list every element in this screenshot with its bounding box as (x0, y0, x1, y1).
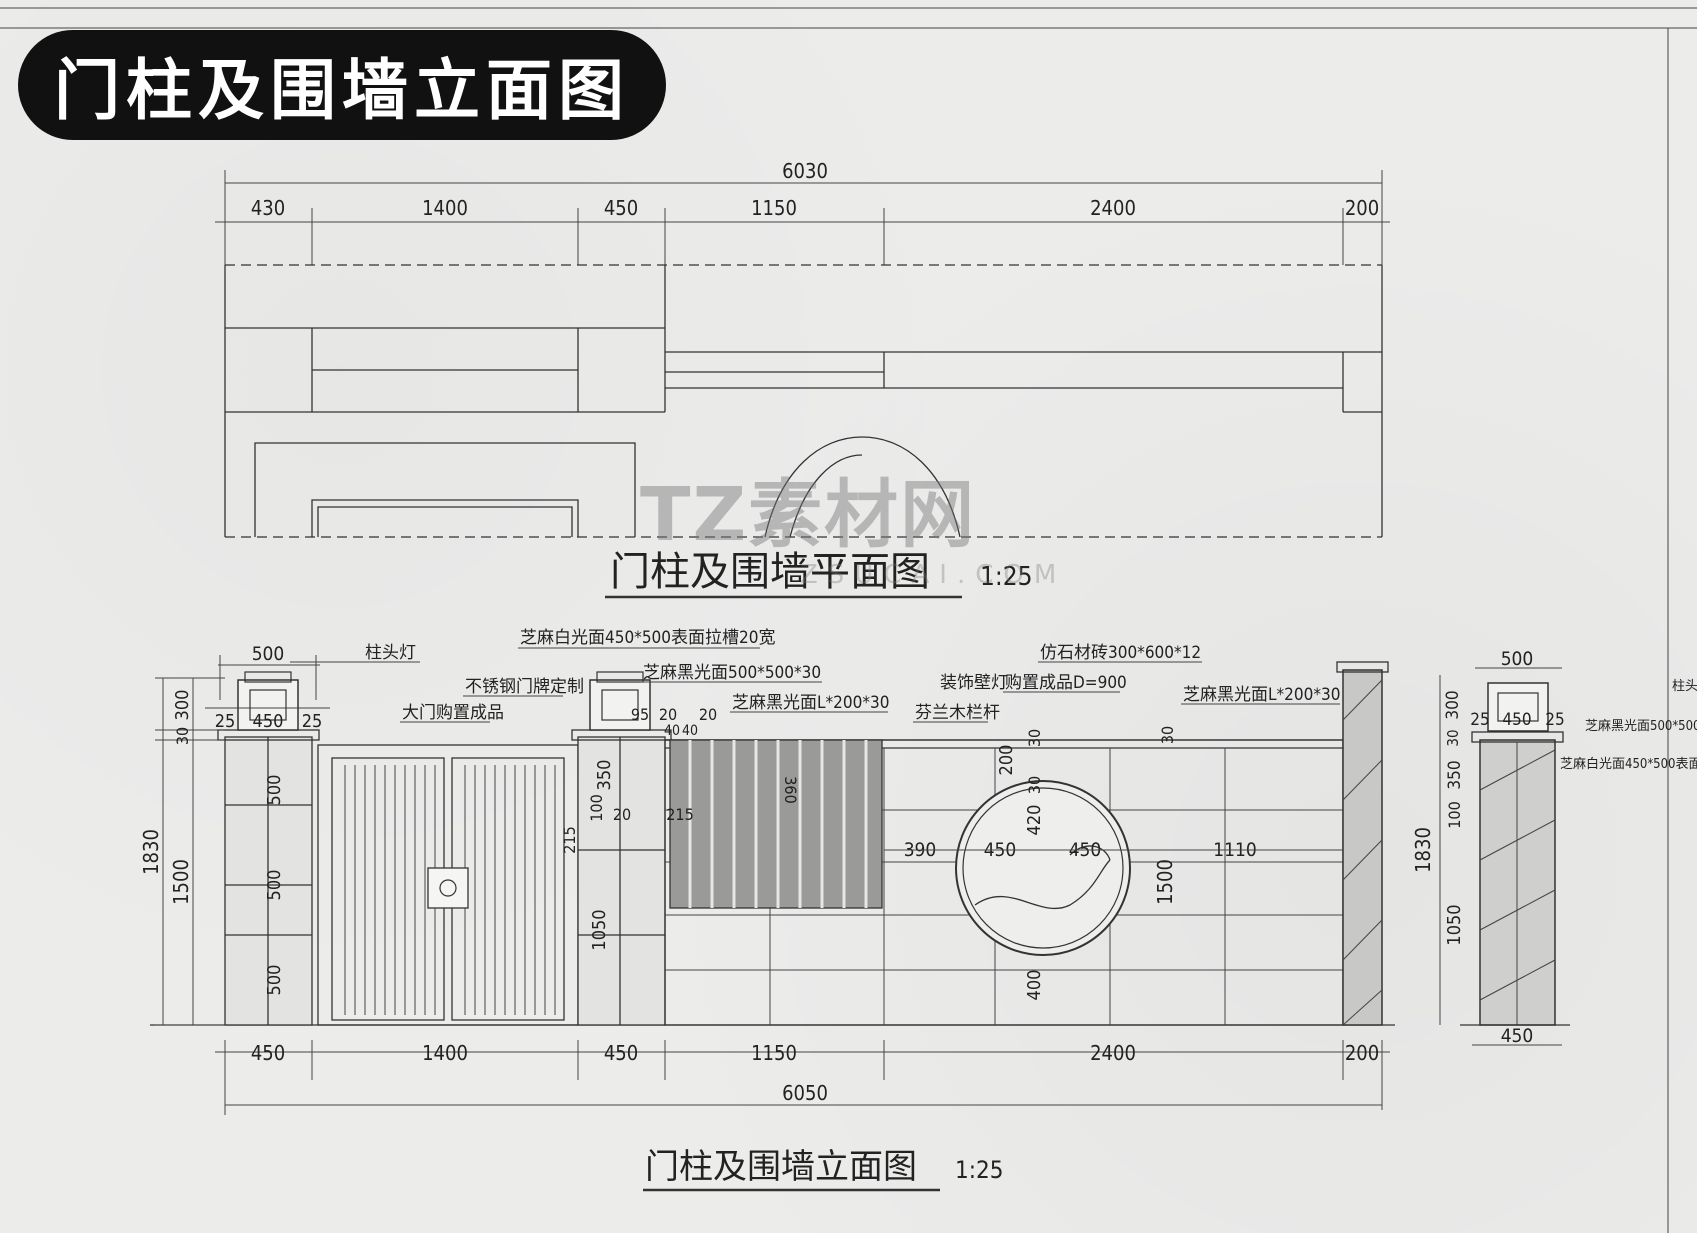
plan-scale: 1:25 (980, 562, 1033, 592)
elev-seg-4: 1150 (751, 1041, 797, 1065)
label-gate: 大门购置成品 (402, 703, 504, 723)
dim-40b: 40 (682, 723, 698, 739)
dim-95: 95 (631, 705, 649, 724)
dim-v360: 360 (781, 776, 800, 803)
dim-v20: 20 (613, 805, 631, 824)
dim-v1500: 1500 (169, 859, 193, 905)
side-dim-500: 500 (1501, 648, 1534, 670)
label-deco-lamp-sub: 购置成品D=900 (1005, 673, 1127, 693)
dim-25a: 25 (215, 711, 236, 732)
watermark-sub: ZSUCAI.COM (800, 560, 1067, 590)
label-sesame-white: 芝麻白光面450*500表面拉槽20宽 (520, 628, 775, 648)
dim-v215a: 215 (560, 826, 579, 853)
side-dim-350: 350 (1445, 760, 1465, 789)
side-dim-30: 30 (1444, 729, 1462, 746)
label-nameplate: 不锈钢门牌定制 (465, 677, 584, 697)
dim-450a: 450 (253, 711, 284, 732)
dim-30b: 30 (1025, 776, 1044, 794)
elevation-scale: 1:25 (955, 1156, 1003, 1184)
label-side-white: 芝麻白光面450*500表面拉槽20宽 (1560, 756, 1697, 772)
elev-seg-2: 1400 (422, 1041, 468, 1065)
side-dim-25a: 25 (1470, 710, 1489, 730)
dim-v100: 100 (587, 794, 606, 821)
dim-v215b: 215 (666, 805, 693, 824)
label-side-lamp: 柱头灯 (1672, 679, 1697, 694)
side-dim-1830: 1830 (1411, 827, 1435, 873)
dim-20b: 20 (699, 705, 717, 724)
page-title: 门柱及围墙立面图 (54, 52, 630, 129)
dim-v1050: 1050 (589, 909, 610, 950)
label-finnish-rail: 芬兰木栏杆 (915, 703, 1000, 723)
dim-25b: 25 (302, 711, 323, 732)
label-pillar-lamp: 柱头灯 (365, 643, 416, 663)
dim-v1830: 1830 (139, 829, 163, 875)
side-dim-1050: 1050 (1444, 904, 1465, 945)
dim-30c: 30 (1158, 726, 1177, 744)
side-dim-100: 100 (1445, 801, 1464, 828)
label-deco-lamp: 装饰壁灯 (940, 673, 1008, 693)
label-sesame-black-l: 芝麻黑光面L*200*30 (732, 693, 889, 713)
dim-v500a: 500 (264, 775, 285, 806)
dim-v30: 30 (173, 727, 192, 745)
dim-v500b: 500 (264, 870, 285, 901)
label-sesame-black-top: 芝麻黑光面500*500*30 (643, 663, 821, 683)
label-sesame-black-l2: 芝麻黑光面L*200*30 (1183, 685, 1340, 705)
plan-overall-dim: 6030 (782, 159, 828, 183)
dim-200: 200 (996, 745, 1017, 776)
elevation-caption: 门柱及围墙立面图 (645, 1147, 917, 1187)
dim-v300: 300 (172, 690, 193, 721)
watermark-brand: TZ素材网 (640, 472, 977, 558)
label-side-black: 芝麻黑光面500*500*30 (1585, 718, 1697, 734)
plan-seg-2: 1400 (422, 196, 468, 220)
dim-v1500b: 1500 (1153, 859, 1177, 905)
dim-v400: 400 (1024, 970, 1045, 1001)
dim-top-500: 500 (252, 643, 285, 665)
plan-caption: 门柱及围墙平面图 (610, 549, 930, 595)
dim-v500c: 500 (264, 965, 285, 996)
plan-seg-5: 2400 (1090, 196, 1136, 220)
plan-seg-3: 450 (604, 196, 638, 220)
plan-seg-1: 430 (251, 196, 285, 220)
plan-view: 6030 430 1400 450 1150 2400 200 (215, 159, 1390, 599)
elevation-view: 450 1400 450 1150 2400 200 6050 500 25 4… (139, 628, 1697, 1192)
plan-seg-4: 1150 (751, 196, 797, 220)
elev-overall-dim: 6050 (782, 1081, 828, 1105)
dim-v350: 350 (594, 760, 615, 791)
side-dim-300: 300 (1443, 690, 1463, 719)
elev-seg-5: 2400 (1090, 1041, 1136, 1065)
dim-420: 420 (1024, 805, 1045, 836)
side-dim-25b: 25 (1545, 710, 1564, 730)
dim-30a: 30 (1025, 729, 1044, 747)
label-stone-tile: 仿石材砖300*600*12 (1040, 643, 1201, 663)
title-banner: 门柱及围墙立面图 (18, 30, 666, 140)
side-dim-450b: 450 (1501, 1025, 1534, 1047)
dim-40: 40 (664, 723, 680, 739)
elev-seg-6: 200 (1345, 1041, 1379, 1065)
side-dim-450: 450 (1502, 710, 1531, 730)
elev-seg-3: 450 (604, 1041, 638, 1065)
elev-seg-1: 450 (251, 1041, 285, 1065)
plan-seg-6: 200 (1345, 196, 1379, 220)
dim-20a: 20 (659, 705, 677, 724)
